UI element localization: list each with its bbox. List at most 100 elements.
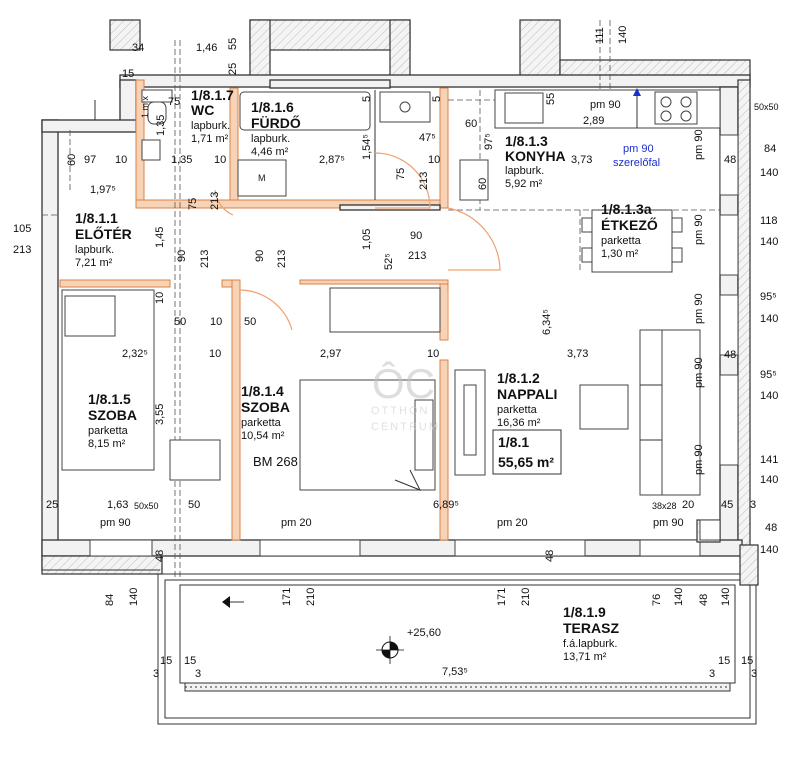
dim-d135b: 1,35 — [171, 154, 192, 166]
dim-d1mx: 1 m x — [140, 95, 150, 118]
dim-d52: 52⁵ — [383, 253, 395, 270]
dim-d75b: 75 — [187, 198, 199, 210]
dim-id: 1/8.1 — [498, 434, 529, 450]
room-wc: 1/8.1.7 WC lapburk. 1,71 m² — [191, 87, 234, 145]
dim-d213d: 213 — [199, 250, 211, 268]
terrace — [157, 544, 759, 725]
watermark-line2: CENTRUM — [371, 421, 440, 433]
dim-pm90i: pm 90 — [653, 517, 684, 529]
dim-pm90h: pm 90 — [100, 517, 131, 529]
dim-area: 5,92 m² — [505, 178, 543, 190]
dim-d210a: 210 — [305, 588, 317, 606]
dim-d154: 1,54⁵ — [361, 134, 373, 160]
dim-d3a: 3 — [750, 499, 756, 511]
kitchen-sink — [504, 92, 544, 124]
watermark-line1: OTTHON — [371, 405, 429, 417]
dim-d3c: 3 — [195, 668, 201, 680]
dim-d213a: 213 — [209, 192, 221, 210]
dim-d95b: 95⁵ — [760, 369, 777, 381]
dim-d634: 6,34⁵ — [541, 309, 553, 335]
dim-d48b: 48 — [724, 349, 736, 361]
dim-d140b: 140 — [760, 167, 778, 179]
dim-d60c: 60 — [477, 178, 489, 190]
dim-d213c: 213 — [13, 244, 31, 256]
bm-label: BM 268 — [253, 454, 298, 469]
dim-d50b: 50 — [244, 316, 256, 328]
bed-large-room — [299, 287, 441, 491]
dim-d140a: 140 — [617, 26, 629, 44]
dim-d140d: 140 — [760, 313, 778, 325]
dim-name: ELŐTÉR — [75, 225, 132, 242]
dim-area: 1,71 m² — [191, 133, 229, 145]
dim-d97a: 97 — [84, 154, 96, 166]
dim-d373b: 3,73 — [567, 348, 588, 360]
dim-d145: 1,45 — [154, 227, 166, 248]
dim-d48d: 48 — [154, 550, 166, 562]
stove — [654, 91, 698, 125]
dim-d140g: 140 — [760, 544, 778, 556]
dim-d47: 47⁵ — [419, 132, 436, 144]
apartment-total: 1/8.1 55,65 m² — [492, 429, 562, 475]
dimension-labels: 34 1,46 55 25 111 140 15 1,35 75 5 5 55 … — [13, 26, 779, 680]
dim-d50a: 50 — [174, 316, 186, 328]
dim-d50x50a: 50x50 — [754, 102, 779, 112]
dim-d76: 76 — [651, 594, 663, 606]
dim-pm90f: pm 90 — [693, 357, 705, 388]
bathroom-fixtures: M — [141, 89, 431, 200]
dim-name: NAPPALI — [497, 386, 557, 402]
dim-d10f: 10 — [209, 348, 221, 360]
dim-d135a: 1,35 — [155, 115, 167, 136]
dim-d15c: 15 — [184, 655, 196, 667]
dim-d25a: 25 — [227, 63, 239, 75]
dim-d90b: 90 — [254, 250, 266, 262]
dim-floor: parketta — [241, 417, 282, 429]
dim-d10d: 10 — [154, 292, 166, 304]
dim-d50c: 50 — [188, 499, 200, 511]
dim-area: 16,36 m² — [497, 417, 541, 429]
dim-d25b: 25 — [46, 499, 58, 511]
dim-pm90d: pm 90 — [693, 293, 705, 324]
dim-d90a: 90 — [176, 250, 188, 262]
dim-d10b: 10 — [214, 154, 226, 166]
dim-d10g: 10 — [427, 348, 439, 360]
dim-d163: 1,63 — [107, 499, 128, 511]
dim-d48a: 48 — [724, 154, 736, 166]
dim-d105b: 1,05 — [361, 229, 373, 250]
dim-d140h: 140 — [128, 588, 140, 606]
dim-id: 1/8.1.9 — [563, 604, 606, 620]
dim-d213e: 213 — [276, 250, 288, 268]
dim-d34: 34 — [132, 42, 144, 54]
dim-area: 1,30 m² — [601, 248, 639, 260]
dim-d171a: 171 — [281, 588, 293, 606]
dim-floor: lapburk. — [251, 133, 290, 145]
dim-d140j: 140 — [720, 588, 732, 606]
dim-d75c: 75 — [395, 168, 407, 180]
room-eloter: 1/8.1.1 ELŐTÉR lapburk. 7,21 m² — [75, 210, 132, 269]
dim-d213f: 213 — [408, 250, 426, 262]
dim-id: 1/8.1.3a — [601, 201, 652, 217]
room-furdo: 1/8.1.6 FÜRDŐ lapburk. 4,46 m² — [251, 99, 301, 158]
dim-d10e: 10 — [210, 316, 222, 328]
dim-id: 1/8.1.3 — [505, 133, 548, 149]
note-szerelofal: szerelőfal — [613, 157, 660, 169]
dim-pm20a: pm 20 — [281, 517, 312, 529]
dim-id: 1/8.1.1 — [75, 210, 118, 226]
dim-pm20b: pm 20 — [497, 517, 528, 529]
dim-d141: 141 — [760, 454, 778, 466]
dim-name: KONYHA — [505, 148, 566, 164]
dim-d15b: 15 — [160, 655, 172, 667]
dim-d197: 1,97⁵ — [90, 184, 116, 196]
dim-d753: 7,53⁵ — [442, 666, 468, 678]
dim-name: SZOBA — [241, 399, 290, 415]
dim-d84: 84 — [764, 143, 776, 155]
dim-d95a: 95⁵ — [760, 291, 777, 303]
room-nappali: 1/8.1.2 NAPPALI parketta 16,36 m² — [497, 370, 557, 429]
dim-d48e: 48 — [544, 550, 556, 562]
dim-floor: lapburk. — [505, 165, 544, 177]
dim-d75a: 75 — [168, 96, 180, 108]
toilet-bowl — [147, 101, 167, 125]
dim-d3b: 3 — [153, 668, 159, 680]
dim-d10a: 10 — [115, 154, 127, 166]
dim-id: 1/8.1.4 — [241, 383, 284, 399]
room-konyha: 1/8.1.3 KONYHA lapburk. 5,92 m² — [505, 133, 566, 190]
